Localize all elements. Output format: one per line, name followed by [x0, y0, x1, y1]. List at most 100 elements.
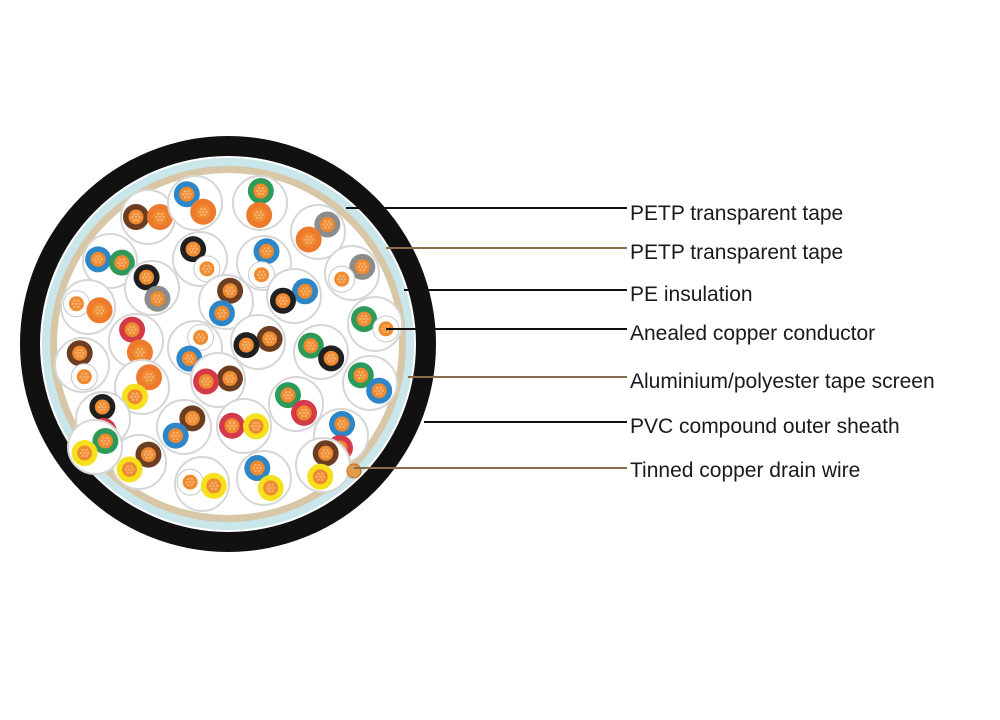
conductor-strand — [205, 267, 209, 271]
conductor-strand — [338, 274, 342, 278]
conductor-strand — [290, 393, 293, 397]
conductor-strand — [359, 317, 362, 321]
conductor-strand — [261, 249, 265, 253]
conductor-strand — [187, 195, 190, 199]
conductor-strand — [337, 422, 340, 426]
conductor-strand — [309, 235, 312, 238]
conductor-strand — [254, 469, 257, 473]
conductor-strand — [254, 463, 257, 467]
conductor-strand — [268, 249, 272, 253]
conductor-strand — [86, 451, 90, 455]
conductor-strand — [362, 262, 366, 266]
twisted-pair — [216, 398, 272, 454]
conductor-strand — [357, 370, 361, 374]
conductor-strand — [386, 330, 390, 334]
conductor-strand — [143, 273, 147, 276]
conductor-strand — [272, 486, 276, 490]
conductor-strand — [258, 276, 262, 280]
conductor-strand — [192, 480, 195, 484]
conductor-strand — [209, 484, 212, 488]
conductor-strand — [202, 377, 206, 380]
conductor-strand — [307, 347, 311, 350]
conductor-strand — [301, 287, 305, 290]
conductor-strand — [102, 408, 106, 412]
twisted-pair — [266, 268, 322, 324]
conductor-strand — [258, 270, 262, 274]
conductor-strand — [207, 264, 210, 268]
conductor-strand — [124, 468, 128, 471]
conductor-strand — [227, 424, 230, 428]
twisted-pair — [230, 314, 286, 370]
label-pe-insulation: PE insulation — [630, 283, 753, 306]
conductor-strand — [138, 351, 142, 354]
conductor-strand — [377, 389, 381, 393]
conductor-strand — [200, 213, 203, 217]
conductor-strand — [376, 392, 379, 396]
twisted-pair — [198, 274, 254, 330]
conductor-strand — [254, 424, 258, 428]
conductor-strand — [263, 273, 267, 277]
conductor-strand — [84, 372, 88, 376]
conductor-strand — [79, 375, 83, 379]
conductor-strand — [98, 309, 101, 312]
conductor-strand — [128, 468, 131, 471]
conductor-strand — [198, 210, 201, 214]
conductor-strand — [81, 372, 84, 376]
conductor-strand — [82, 375, 86, 379]
conductor-strand — [187, 417, 191, 420]
conductor-strand — [187, 189, 190, 193]
conductor-strand — [208, 380, 211, 383]
conductor-strand — [218, 314, 222, 318]
conductor-strand — [252, 427, 256, 431]
conductor-strand — [100, 306, 103, 309]
conductor-strand — [102, 442, 105, 446]
conductor-strand — [214, 481, 217, 485]
conductor-strand — [212, 484, 216, 488]
conductor-strand — [76, 305, 80, 308]
conductor-strand — [319, 475, 322, 478]
conductor-strand — [317, 478, 320, 481]
conductor-strand — [122, 264, 125, 267]
conductor-strand — [133, 395, 137, 399]
conductor-strand — [359, 268, 362, 272]
conductor-strand — [201, 339, 204, 342]
conductor-strand — [186, 360, 189, 363]
conductor-strand — [366, 317, 369, 321]
twisted-pair — [174, 456, 230, 512]
conductor-strand — [135, 398, 139, 402]
conductor-strand — [140, 348, 144, 351]
conductor-strand — [99, 408, 102, 412]
conductor-strand — [195, 336, 199, 339]
conductor-strand — [338, 425, 342, 429]
conductor-strand — [232, 427, 236, 431]
conductor-strand — [230, 380, 234, 383]
conductor-strand — [255, 466, 259, 470]
conductor-strand — [227, 286, 230, 290]
conductor-strand — [203, 207, 207, 211]
conductor-strand — [154, 294, 157, 297]
conductor-strand — [145, 378, 149, 382]
conductor-strand — [177, 434, 181, 437]
conductor-strand — [132, 218, 136, 222]
conductor-strand — [218, 308, 222, 312]
conductor-strand — [256, 210, 259, 214]
conductor-strand — [302, 411, 306, 415]
conductor-strand — [149, 372, 153, 376]
conductor-strand — [95, 261, 98, 264]
conductor-strand — [185, 480, 188, 484]
conductor-strand — [363, 373, 366, 377]
conductor-strand — [96, 306, 100, 309]
conductor-strand — [205, 210, 208, 214]
twisted-pair — [111, 434, 167, 490]
conductor-strand — [263, 189, 266, 193]
conductor-strand — [203, 270, 207, 274]
conductor-strand — [156, 297, 159, 300]
conductor-strand — [305, 241, 309, 244]
conductor-strand — [143, 453, 147, 456]
conductor-strand — [315, 475, 319, 478]
conductor-strand — [248, 343, 252, 347]
conductor-strand — [157, 294, 161, 297]
conductor-strand — [271, 483, 274, 487]
conductor-strand — [246, 346, 250, 350]
conductor-strand — [101, 405, 104, 409]
